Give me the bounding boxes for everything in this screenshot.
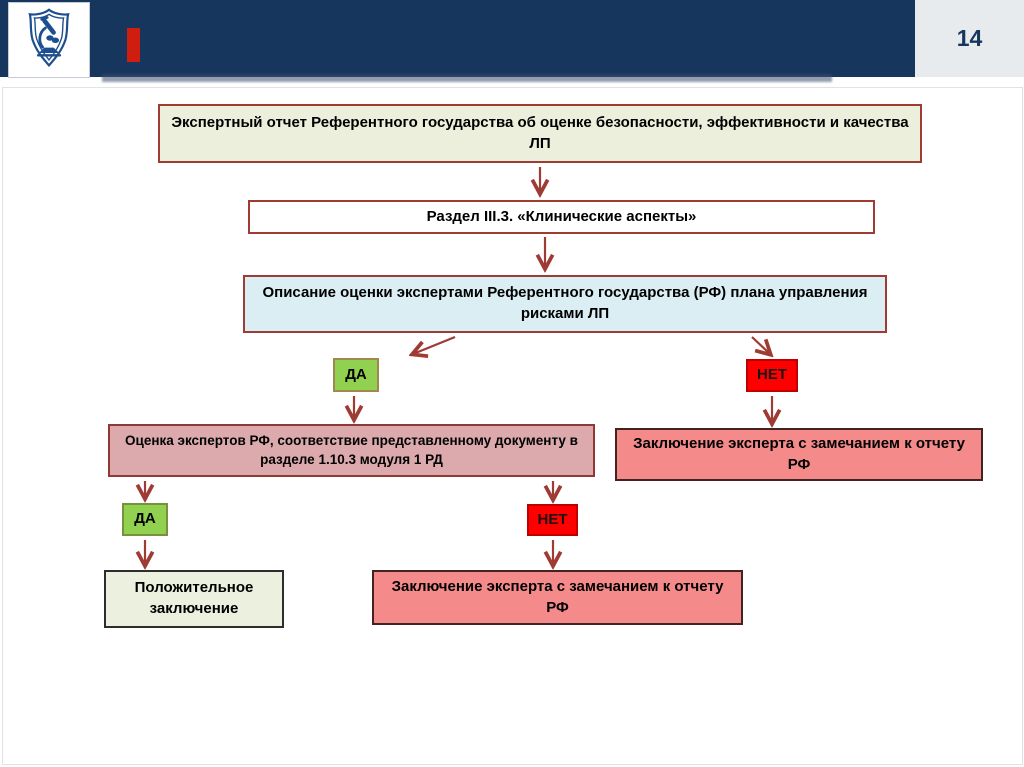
node-rmp-description: Описание оценки экспертами Референтного … <box>243 275 887 333</box>
page-number-box: 14 <box>915 0 1024 77</box>
node-positive-conclusion: Положительное заключение <box>104 570 284 628</box>
node-text: Заключение эксперта с замечанием к отчет… <box>633 434 965 452</box>
node-text: Заключение эксперта с замечанием к отчет… <box>391 577 724 595</box>
node-no-2: НЕТ <box>527 504 578 536</box>
node-conclusion-remark-1: Заключение эксперта с замечанием к отчет… <box>615 428 983 481</box>
logo-box <box>8 2 90 78</box>
header-bar-shadow <box>102 74 832 82</box>
node-section-iii3: Раздел III.3. «Клинические аспекты» <box>248 200 875 234</box>
node-text: ДА <box>134 510 156 528</box>
node-text: заключение <box>149 600 239 617</box>
node-text: РФ <box>787 455 811 473</box>
node-yes-2: ДА <box>122 503 168 536</box>
node-text: Раздел III.3. «Клинические аспекты» <box>426 207 697 225</box>
node-no-1: НЕТ <box>746 359 798 392</box>
node-text: Оценка экспертов РФ, соответствие предст… <box>125 432 578 448</box>
node-text: НЕТ <box>537 510 568 528</box>
node-yes-1: ДА <box>333 358 379 392</box>
node-expert-report: Экспертный отчет Референтного государств… <box>158 104 922 163</box>
node-conclusion-remark-2: Заключение эксперта с замечанием к отчет… <box>372 570 743 625</box>
page-number: 14 <box>956 25 983 51</box>
header-bar <box>0 0 915 77</box>
accent-bar <box>127 28 140 62</box>
node-rf-assessment: Оценка экспертов РФ, соответствие предст… <box>108 424 595 477</box>
node-text: РФ <box>546 598 569 616</box>
shield-microscope-icon <box>21 7 77 74</box>
node-text: разделе 1.10.3 модуля 1 РД <box>260 451 443 467</box>
node-text: ЛП <box>529 134 551 152</box>
node-text: НЕТ <box>757 366 787 384</box>
node-text: Экспертный отчет Референтного государств… <box>171 113 909 131</box>
node-text: ДА <box>345 365 367 383</box>
node-text: Описание оценки экспертами Референтного … <box>262 284 868 302</box>
node-text: Положительное <box>134 579 254 597</box>
node-text: рисками ЛП <box>520 305 610 322</box>
